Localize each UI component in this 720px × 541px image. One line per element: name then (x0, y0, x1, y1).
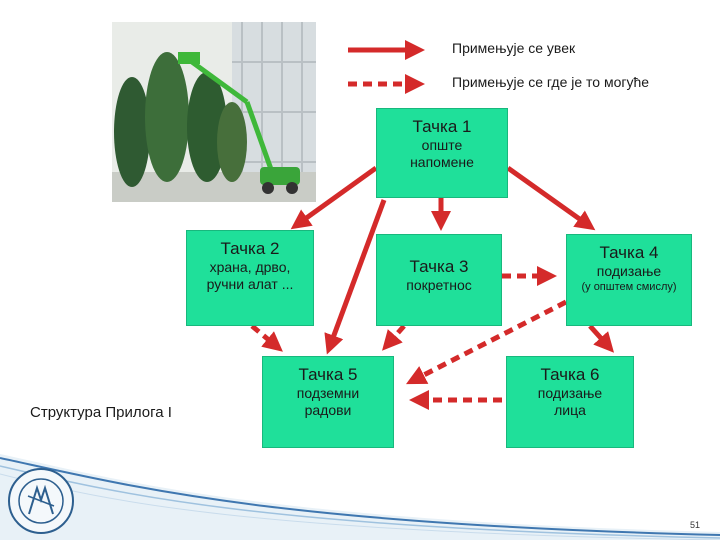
university-seal (4, 466, 78, 536)
aerial-work-platform-photo (112, 22, 316, 202)
box-tacka-6: Тачка 6 подизање лица (506, 356, 634, 448)
page-number: 51 (690, 520, 701, 530)
box-line: лица (554, 402, 586, 418)
box-title: Тачка 4 (599, 243, 659, 262)
box-line: напомене (410, 154, 474, 170)
arrow-1-to-4 (506, 165, 596, 231)
box-title: Тачка 5 (298, 365, 358, 384)
box-title: Тачка 2 (220, 239, 280, 258)
arrow-2-to-5 (250, 324, 283, 352)
box-tacka-4: Тачка 4 подизање (у општем смислу) (566, 234, 692, 326)
footer-swoosh (0, 454, 720, 540)
arrow-1-to-5 (324, 199, 387, 355)
box-tacka-3: Тачка 3 покретнос (376, 234, 502, 326)
box-line: покретнос (406, 277, 472, 293)
box-line: подизање (537, 385, 603, 401)
box-title: Тачка 3 (409, 257, 469, 276)
arrow-3-to-5 (382, 324, 406, 351)
caption: Структура Прилога I (30, 404, 172, 421)
box-line: подземни (296, 385, 360, 401)
arrow-4-to-5 (405, 299, 568, 385)
box-line: храна, дрво, (209, 259, 291, 275)
arrow-4-to-6 (588, 324, 615, 353)
box-line: подизање (596, 263, 662, 279)
box-tacka-2: Тачка 2 храна, дрво, ручни алат ... (186, 230, 314, 326)
box-tacka-1: Тачка 1 опште напомене (376, 108, 508, 198)
arrow-1-to-2 (290, 165, 378, 230)
box-title: Тачка 6 (540, 365, 600, 384)
box-line: опште (421, 137, 463, 153)
legend-label-where-possible: Примењује се где је то могуће (452, 74, 650, 90)
box-tacka-5: Тачка 5 подземни радови (262, 356, 394, 448)
box-line: (у општем смислу) (581, 281, 677, 293)
legend-label-always: Примењује се увек (452, 40, 576, 56)
box-title: Тачка 1 (412, 117, 472, 136)
box-line: ручни алат ... (206, 276, 294, 292)
box-line: радови (304, 402, 352, 418)
